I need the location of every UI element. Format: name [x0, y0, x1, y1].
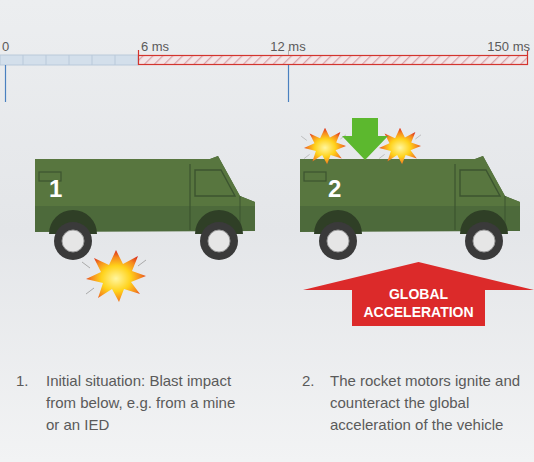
arrow-fill	[303, 262, 534, 326]
callout-number: 1	[35, 156, 185, 202]
caption-number: 1.	[16, 370, 29, 392]
time-tick: 150 ms	[487, 36, 530, 58]
caption-text: The rocket motors ignite and counteract …	[330, 370, 530, 436]
time-tick: 6 ms	[141, 36, 169, 58]
time-tick: 12 ms	[270, 36, 305, 58]
vehicle-number: 2	[300, 156, 450, 206]
caption-number: 2.	[302, 370, 315, 392]
callout-number: 2	[300, 156, 450, 202]
acceleration-arrow: GLOBAL ACCELERATION	[303, 262, 534, 326]
arrow-label: GLOBAL ACCELERATION	[355, 262, 483, 321]
caption-text: Initial situation: Blast impact from bel…	[46, 370, 236, 436]
vehicle-number: 1	[35, 156, 185, 206]
time-tick: 0	[2, 36, 9, 58]
